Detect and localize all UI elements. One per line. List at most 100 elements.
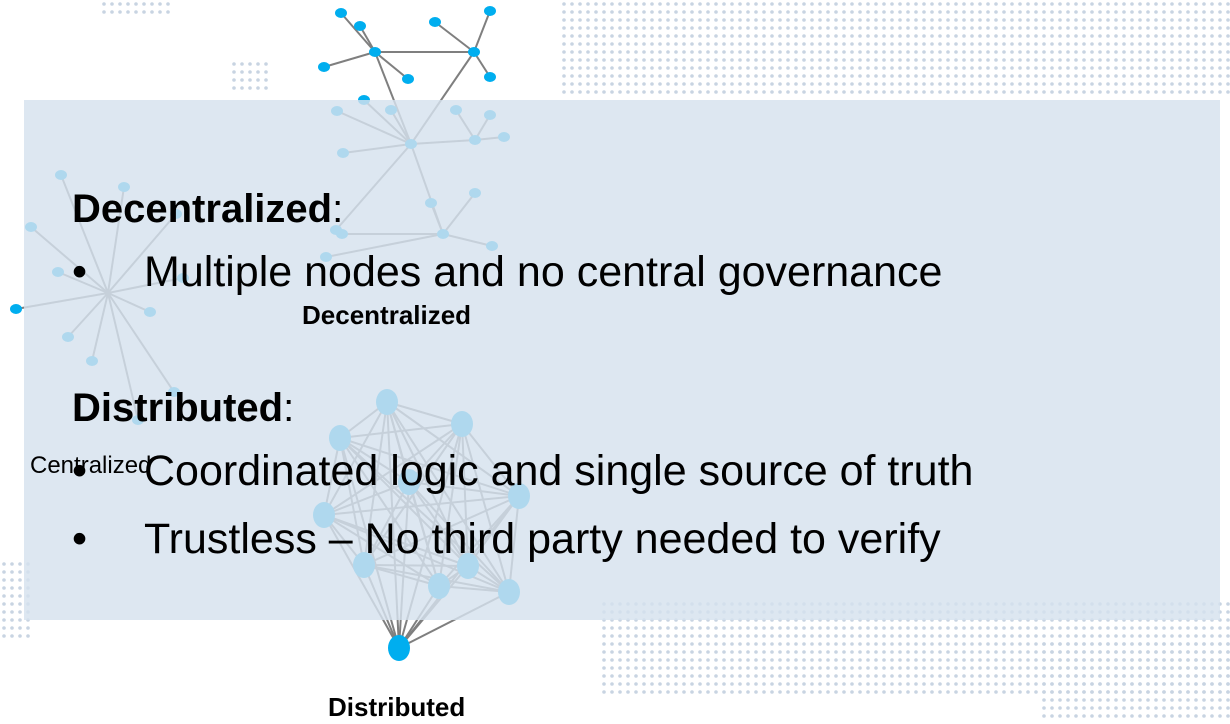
map-dot <box>1202 50 1206 54</box>
map-dot <box>970 650 974 654</box>
map-dot <box>866 58 870 62</box>
map-dot <box>682 66 686 70</box>
map-dot <box>1058 50 1062 54</box>
map-dot <box>842 674 846 678</box>
map-dot <box>1058 42 1062 46</box>
map-dot <box>770 42 774 46</box>
map-dot <box>626 66 630 70</box>
map-dot <box>730 50 734 54</box>
map-dot <box>746 74 750 78</box>
map-dot <box>890 42 894 46</box>
map-dot <box>962 674 966 678</box>
map-dot <box>930 674 934 678</box>
map-dot <box>874 74 878 78</box>
map-dot <box>770 682 774 686</box>
map-dot <box>850 666 854 670</box>
network-node <box>318 62 330 72</box>
map-dot <box>746 674 750 678</box>
map-dot <box>666 66 670 70</box>
map-dot <box>714 42 718 46</box>
map-dot <box>794 682 798 686</box>
map-dot <box>618 42 622 46</box>
map-dot <box>602 66 606 70</box>
map-dot <box>1050 34 1054 38</box>
map-dot <box>834 50 838 54</box>
map-dot <box>1026 642 1030 646</box>
map-dot <box>578 18 582 22</box>
map-dot <box>978 74 982 78</box>
map-dot <box>946 58 950 62</box>
map-dot <box>866 66 870 70</box>
map-dot <box>698 50 702 54</box>
map-dot <box>1098 26 1102 30</box>
map-dot <box>1138 66 1142 70</box>
map-dot <box>1194 50 1198 54</box>
map-dot <box>1130 626 1134 630</box>
map-dot <box>754 34 758 38</box>
map-dot <box>786 66 790 70</box>
map-dot <box>1218 90 1222 94</box>
map-dot <box>706 58 710 62</box>
map-dot <box>1218 74 1222 78</box>
map-dot <box>1082 42 1086 46</box>
map-dot <box>618 74 622 78</box>
map-dot <box>610 74 614 78</box>
map-dot <box>898 650 902 654</box>
map-dot <box>1138 26 1142 30</box>
map-dot <box>714 658 718 662</box>
map-dot <box>602 42 606 46</box>
map-dot <box>970 74 974 78</box>
map-dot <box>802 90 806 94</box>
map-dot <box>922 650 926 654</box>
map-dot <box>1106 66 1110 70</box>
map-dot <box>1002 650 1006 654</box>
map-dot <box>1010 66 1014 70</box>
distributed-heading-colon: : <box>283 386 295 430</box>
map-dot <box>1210 66 1214 70</box>
map-dot <box>722 10 726 14</box>
map-dot <box>1050 26 1054 30</box>
map-dot <box>978 90 982 94</box>
map-dot <box>770 674 774 678</box>
map-dot <box>738 42 742 46</box>
map-dot <box>682 18 686 22</box>
map-dot <box>858 90 862 94</box>
map-dot <box>1122 34 1126 38</box>
map-dot <box>842 682 846 686</box>
map-dot <box>1082 18 1086 22</box>
map-dot <box>1210 634 1214 638</box>
map-dot <box>1122 2 1126 6</box>
map-dot <box>570 2 574 6</box>
map-dot <box>930 90 934 94</box>
map-dot <box>682 666 686 670</box>
map-dot <box>906 10 910 14</box>
map-dot <box>1210 58 1214 62</box>
map-dot <box>1202 18 1206 22</box>
map-dot <box>706 626 710 630</box>
map-dot <box>1010 82 1014 86</box>
map-dot <box>834 74 838 78</box>
map-dot <box>746 34 750 38</box>
map-dot <box>890 674 894 678</box>
map-dot <box>962 10 966 14</box>
map-dot <box>714 66 718 70</box>
map-dot <box>762 82 766 86</box>
map-dot <box>898 90 902 94</box>
map-dot <box>842 82 846 86</box>
map-dot <box>1002 658 1006 662</box>
map-dot <box>594 66 598 70</box>
map-dot <box>946 34 950 38</box>
map-dot <box>810 2 814 6</box>
map-dot <box>674 650 678 654</box>
map-dot <box>1050 50 1054 54</box>
map-dot <box>890 666 894 670</box>
map-dot <box>1074 34 1078 38</box>
map-dot <box>706 666 710 670</box>
map-dot <box>818 42 822 46</box>
map-dot <box>666 90 670 94</box>
map-dot <box>1018 34 1022 38</box>
map-dot <box>994 50 998 54</box>
map-dot <box>946 74 950 78</box>
map-dot <box>938 674 942 678</box>
map-dot <box>946 626 950 630</box>
